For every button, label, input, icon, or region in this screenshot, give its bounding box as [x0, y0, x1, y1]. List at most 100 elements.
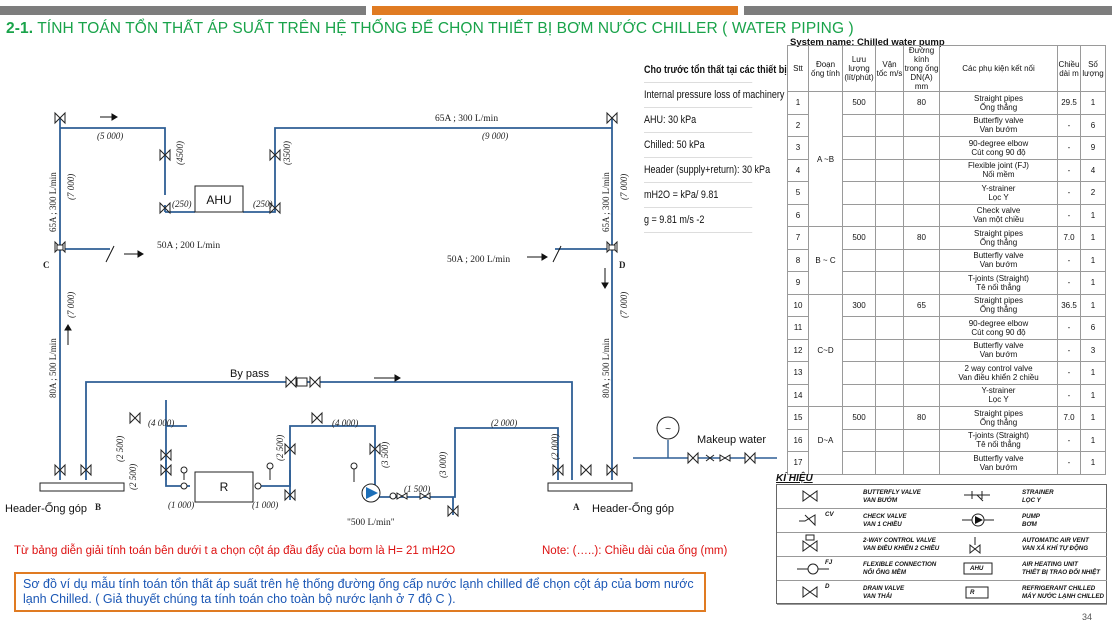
pressure-loss-heading: Cho trước tổn thất tại các thiết bị: [644, 58, 787, 83]
cell-diameter: 80: [903, 226, 940, 250]
air-vent-icon: [54, 111, 66, 125]
butterfly-valve-icon: [284, 442, 296, 456]
cell-flow: 500: [842, 226, 876, 250]
cell-quantity: 1: [1080, 428, 1106, 452]
legend-tag: D: [825, 583, 830, 590]
cell-velocity: [875, 338, 904, 362]
cell-length: -: [1057, 383, 1081, 407]
drain-valve-icon: [447, 504, 459, 518]
cell-flow: [842, 203, 876, 227]
label-top-right-len: (9 000): [482, 131, 508, 141]
cell-quantity: 6: [1080, 316, 1106, 340]
label-chiller-left-lower: (2 500): [128, 464, 138, 490]
flexible-joint-icon: [254, 482, 262, 490]
pump-head-note: Từ bảng diễn giải tính toán bên dưới t a…: [14, 545, 456, 557]
bypass-label: By pass: [230, 368, 270, 380]
label-chiller-right-vert: (2 500): [275, 435, 285, 461]
cell-length: 36.5: [1057, 293, 1081, 317]
cell-length: 7.0: [1057, 406, 1081, 430]
cell-diameter: [903, 271, 940, 295]
butterfly-valve-icon: [269, 148, 281, 162]
top-bar-left: [0, 6, 366, 15]
cell-velocity: [875, 271, 904, 295]
butterfly-valve-icon: [159, 148, 171, 162]
flexible-joint-icon: [389, 492, 397, 500]
butterfly-valve-icon: [369, 442, 381, 456]
flow-arrow-icon: [394, 374, 401, 382]
table-header-cell: Số lượng: [1080, 45, 1106, 92]
cell-stt: 14: [787, 383, 809, 407]
point-a-label: A: [573, 502, 580, 512]
cell-stt: 4: [787, 158, 809, 182]
gauge-icon: [350, 462, 358, 470]
chiller-unit: [194, 471, 254, 503]
ahu-box-icon: [960, 559, 1000, 584]
ahu-unit: [194, 185, 244, 213]
cell-quantity: 2: [1080, 181, 1106, 205]
length-note: Note: (…..): Chiều dài của ống (mm): [542, 545, 728, 557]
cell-diameter: [903, 113, 940, 137]
butterfly-valve-icon: [160, 448, 172, 462]
label-ahu-right-len: (3500): [282, 141, 292, 165]
cell-segment: D~A: [808, 406, 843, 475]
pressure-loss-line: Header (supply+return): 30 kPa: [644, 158, 770, 183]
cell-diameter: [903, 158, 940, 182]
control-valve-icon: [296, 377, 308, 387]
drain-valve-icon: [284, 488, 296, 502]
cell-velocity: [875, 203, 904, 227]
top-left-pipe: [60, 127, 166, 195]
label-return-vert: (2 000): [550, 434, 560, 460]
cell-flow: [842, 383, 876, 407]
cell-velocity: [875, 248, 904, 272]
cell-stt: 17: [787, 451, 809, 475]
cell-stt: 6: [787, 203, 809, 227]
break-mark: [552, 245, 562, 263]
butterfly-valve-icon: [580, 463, 592, 477]
cell-stt: 15: [787, 406, 809, 430]
cell-length: -: [1057, 316, 1081, 340]
cell-quantity: 1: [1080, 271, 1106, 295]
makeup-valve-icon: [687, 451, 699, 465]
cell-fitting: T-joints (Straight)Tê nối thẳng: [939, 271, 1058, 295]
pump-return-pipe: [374, 427, 559, 498]
bypass-valve-icon: [309, 375, 321, 389]
cell-length: 7.0: [1057, 226, 1081, 250]
label-chiller-left-vert: (2 500): [115, 436, 125, 462]
check-valve-icon: [705, 454, 715, 462]
cell-flow: [842, 136, 876, 160]
cell-stt: 13: [787, 361, 809, 385]
cell-flow: 500: [842, 91, 876, 115]
pressure-loss-line: Internal pressure loss of machinery: [644, 83, 784, 108]
flow-arrow-icon: [137, 250, 144, 258]
cell-length: -: [1057, 248, 1081, 272]
cell-velocity: [875, 113, 904, 137]
cell-stt: 9: [787, 271, 809, 295]
butterfly-valve-icon: [54, 463, 66, 477]
label-left-upper: 65A ; 300 L/min: [48, 172, 58, 232]
pressure-loss-panel: Cho trước tổn thất tại các thiết bị Inte…: [644, 58, 787, 233]
cell-velocity: [875, 316, 904, 340]
